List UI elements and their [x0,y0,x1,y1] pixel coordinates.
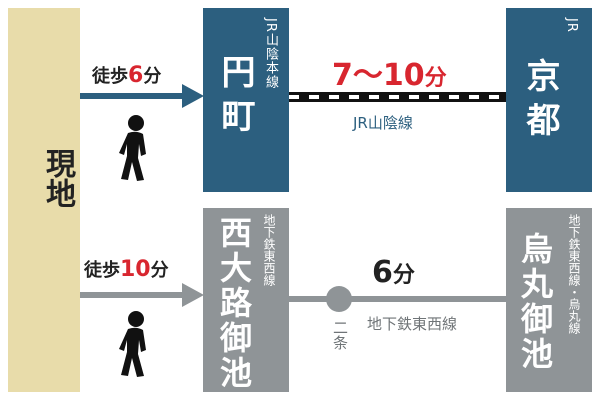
route2-via-stop-label: 二条 [331,320,349,350]
station-enmachi: JR山陰本線 円町 [203,8,289,192]
route1-walking-person-icon [119,115,146,181]
route1-ride-time-unit: 分 [424,66,447,91]
station-kyoto-company: JR [564,18,579,33]
station-karasuma-oike-company: 地下鉄東西線・烏丸線 [567,214,581,334]
route1-walk-unit: 分 [143,66,162,87]
jr-railway-track [289,92,506,102]
route2-walk-label: 徒歩10分 [84,256,169,282]
subway-line-track [289,286,506,312]
station-karasuma-oike-name: 烏丸御池 [516,232,554,372]
route2-line-name: 地下鉄東西線 [367,315,458,333]
station-enmachi-name: 円町 [215,54,255,142]
origin-box: 現地 [8,8,80,392]
nijo-stop-marker [326,286,352,312]
route1-walk-prefix: 徒歩 [92,66,128,87]
station-kyoto: JR 京都 [506,8,592,192]
station-enmachi-company: JR山陰本線 [263,18,278,89]
route2-walk-unit: 分 [150,260,169,281]
route2-walking-person-icon [119,311,146,377]
station-nishioji-oike-name: 西大路御池 [215,216,253,391]
station-nishioji-oike: 地下鉄東西線 西大路御池 [203,208,289,392]
route1-walk-label: 徒歩6分 [92,62,161,88]
route1-walk-number: 6 [128,63,144,88]
route2-walk-prefix: 徒歩 [84,260,120,281]
station-nishioji-oike-company: 地下鉄東西線 [262,214,276,286]
station-kyoto-name: 京都 [520,58,560,146]
station-karasuma-oike: 地下鉄東西線・烏丸線 烏丸御池 [506,208,592,392]
route2-right-arrow-icon [80,283,204,307]
route1-ride-time-number: 7〜10 [332,58,425,93]
route2-ride-time-unit: 分 [392,263,415,288]
route1-ride-time: 7〜10分 [332,50,447,94]
route1-right-arrow-icon [80,84,204,108]
route1-line-name: JR山陰線 [353,114,413,132]
route2-ride-time-number: 6 [372,255,393,290]
route2-walk-number: 10 [120,257,151,282]
route2-ride-time: 6分 [372,255,415,290]
origin-label: 現地 [40,148,75,208]
